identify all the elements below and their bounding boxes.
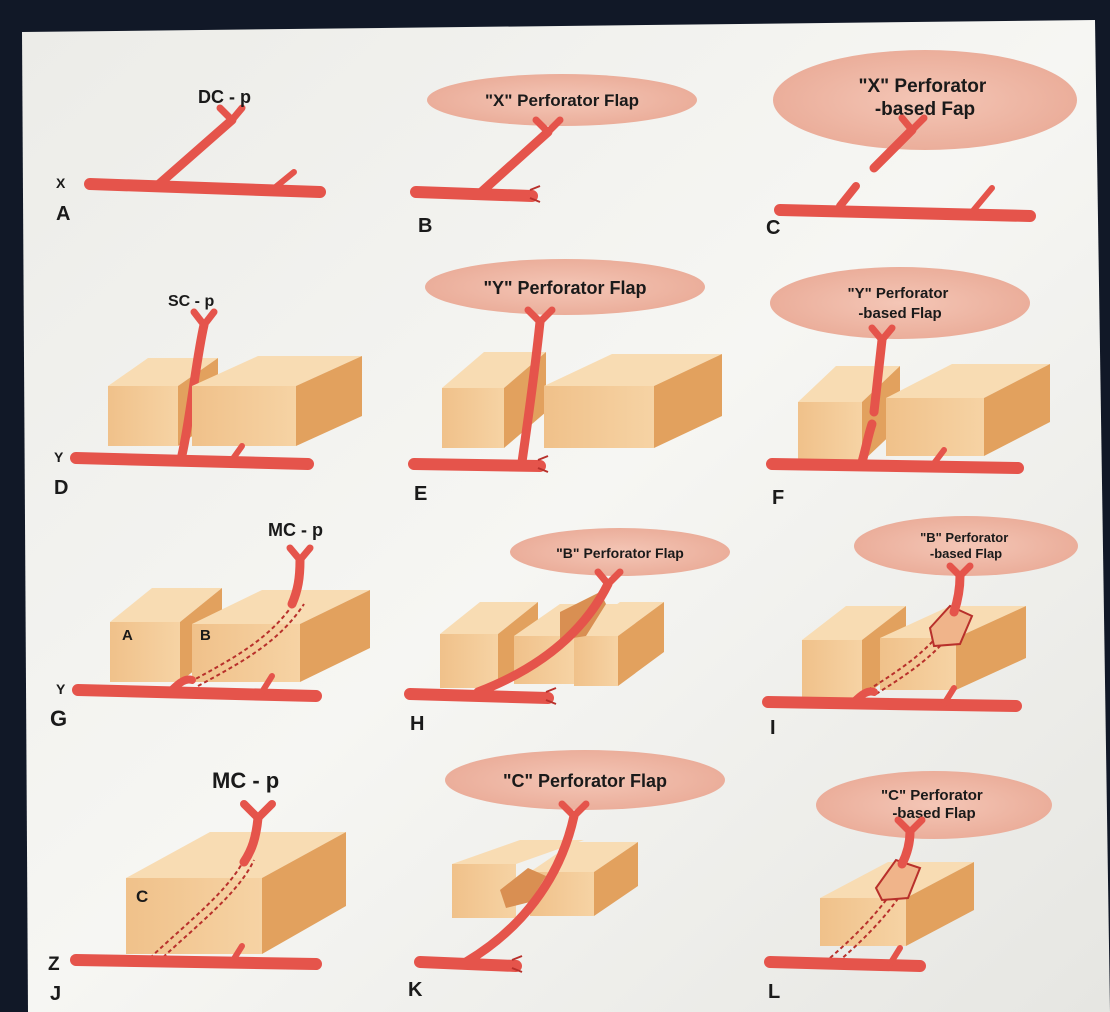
flap-label: "B" Perforator Flap: [556, 545, 684, 561]
source-vessel: [76, 960, 316, 964]
panel-letter: K: [408, 979, 423, 1001]
block-front: [886, 398, 984, 456]
flap-label-line-2: -based Flap: [858, 305, 941, 322]
block-front: [108, 386, 178, 446]
panel-letter: J: [50, 983, 61, 1005]
source-vessel: [90, 184, 320, 192]
panel-letter: I: [770, 717, 776, 739]
source-vessel: [770, 962, 920, 966]
source-vessel-stump: [410, 694, 548, 698]
block-front: [192, 386, 296, 446]
level-label: Y: [56, 681, 66, 697]
perforator-label: MC - p: [268, 520, 323, 540]
panel-letter: L: [768, 981, 780, 1003]
source-vessel: [768, 702, 1016, 706]
flap-label-line-2: -based Flap: [892, 805, 975, 822]
panel-letter: E: [414, 483, 427, 505]
block-front: [544, 386, 654, 448]
panel-letter: D: [54, 477, 68, 499]
block-label-a: A: [122, 627, 133, 644]
block-front: [440, 634, 498, 688]
level-label: X: [56, 175, 66, 191]
panel-letter: H: [410, 713, 424, 735]
perforator-label: SC - p: [168, 293, 214, 310]
source-vessel: [76, 458, 308, 464]
panel-letter: F: [772, 487, 784, 509]
block-front: [442, 388, 504, 448]
panel-letter: G: [50, 706, 67, 731]
source-vessel-stump: [416, 192, 532, 196]
level-label: Z: [48, 954, 60, 975]
flap-label: "X" Perforator Flap: [485, 91, 639, 110]
perforator-label: MC - p: [212, 768, 279, 793]
flap-label-line-2: -based Flap: [930, 546, 1002, 561]
source-vessel-stump: [420, 962, 516, 966]
panel-letter: C: [766, 217, 780, 239]
flap-label-line-1: "X" Perforator: [858, 76, 986, 97]
flap-label-line-1: "Y" Perforator: [847, 285, 948, 302]
flap-label: "C" Perforator Flap: [503, 771, 667, 791]
source-vessel: [780, 210, 1030, 216]
source-vessel: [78, 690, 316, 696]
flap-label: "B" Perforator -based Flap: [920, 530, 1012, 561]
block-front: [574, 636, 618, 686]
panel-letter: B: [418, 215, 432, 237]
flap-oval: [770, 267, 1030, 339]
block-label-c: C: [136, 887, 148, 906]
block-front: [110, 622, 180, 682]
perforator-label: DC - p: [198, 87, 251, 107]
source-vessel-stump: [414, 464, 540, 466]
flap-label: "Y" Perforator Flap: [483, 278, 646, 298]
block-label-b: B: [200, 627, 211, 644]
source-vessel: [772, 464, 1018, 468]
panel-letter: A: [56, 203, 70, 225]
flap-label-line-1: "B" Perforator: [920, 530, 1008, 545]
flap-label-line-1: "C" Perforator: [881, 787, 983, 804]
level-label: Y: [54, 449, 64, 465]
block-front: [802, 640, 862, 698]
block-front: [798, 402, 862, 462]
